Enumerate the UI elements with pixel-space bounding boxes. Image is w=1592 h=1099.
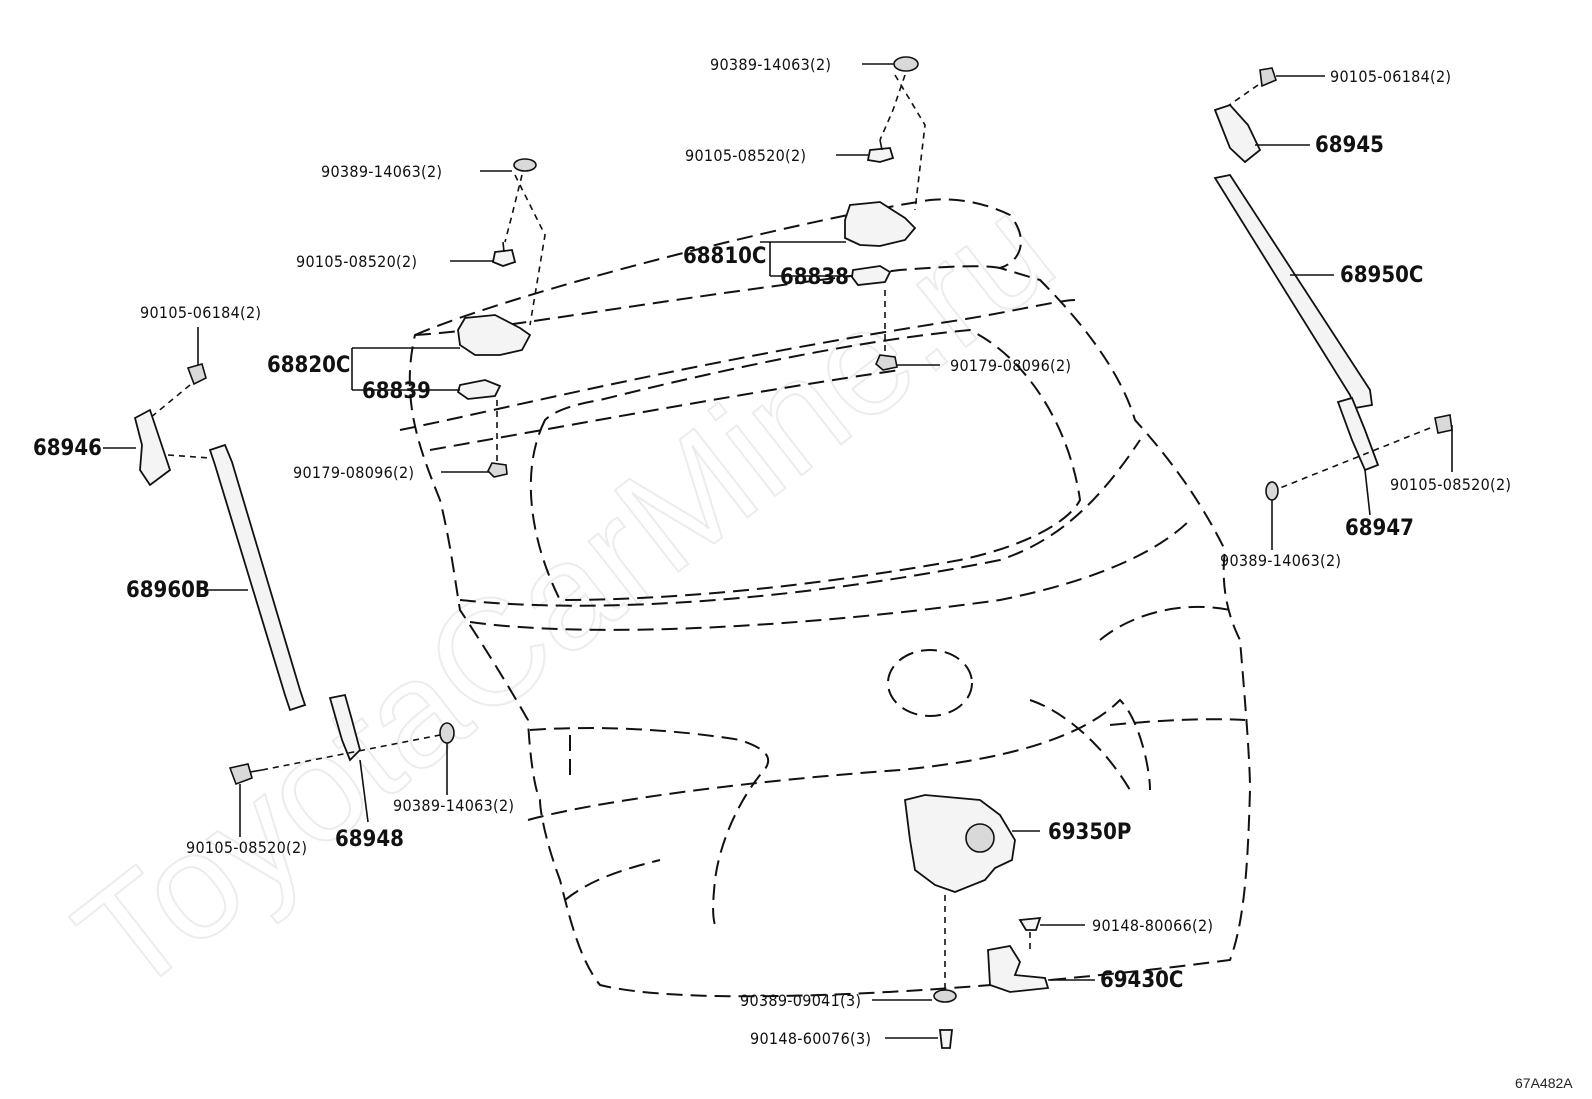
callout-label: 90389-09041(3) [740, 991, 861, 1010]
washer-icon [439, 722, 455, 744]
striker-icon [987, 945, 1050, 993]
bolt-icon [866, 147, 895, 163]
bolt-icon [186, 363, 207, 386]
callout-label: 68950C [1340, 263, 1423, 288]
gasket-icon [456, 379, 502, 400]
washer-icon [893, 56, 919, 72]
gas-strut-icon [1213, 173, 1374, 410]
washer-icon [513, 158, 537, 172]
callout-label: 68810C [683, 244, 766, 269]
callout-label: 90105-06184(2) [140, 303, 261, 322]
hinge-icon [844, 201, 917, 247]
strut-left [133, 363, 455, 786]
callout-label: 68838 [780, 265, 849, 290]
back-door-outline [399, 198, 1252, 998]
screw-icon [1018, 916, 1042, 931]
nut-icon [875, 354, 898, 371]
motor-icon [965, 823, 995, 853]
screw-icon [938, 1029, 954, 1049]
callout-label: 68960B [126, 578, 210, 603]
callout-label: 68945 [1315, 133, 1384, 158]
callout-label: 90389-14063(2) [393, 796, 514, 815]
callout-label: 69350P [1048, 820, 1131, 845]
lock-assembly [904, 794, 1050, 1049]
callout-label: 90148-60076(3) [750, 1029, 871, 1048]
callout-label: 90179-08096(2) [950, 356, 1071, 375]
washer-icon [1265, 481, 1279, 501]
callout-label: 90105-06184(2) [1330, 67, 1451, 86]
bracket-icon [133, 408, 172, 487]
callout-label: 69430C [1100, 968, 1183, 993]
callout-label: 68947 [1345, 516, 1414, 541]
callout-label: 90105-08520(2) [1390, 475, 1511, 494]
nut-icon [487, 462, 508, 478]
callout-label: 90389-14063(2) [321, 162, 442, 181]
callout-label: 90105-08520(2) [186, 838, 307, 857]
callout-label: 68948 [335, 827, 404, 852]
bolt-icon [1259, 67, 1277, 88]
leader-lines [103, 63, 1453, 1039]
callout-label: 90105-08520(2) [685, 146, 806, 165]
callout-labels: 90389-14063(2) 90105-08520(2) 68810C 688… [33, 55, 1511, 1048]
bolt-icon [1434, 414, 1453, 434]
hinge-assembly-left [456, 158, 546, 478]
callout-label: 68820C [267, 353, 350, 378]
figure-code: 67A482A [1515, 1075, 1573, 1091]
washer-icon [933, 989, 957, 1003]
hinge-icon [457, 314, 532, 356]
callout-label: 90179-08096(2) [293, 463, 414, 482]
bracket-icon [1336, 396, 1380, 472]
bolt-icon [228, 763, 253, 786]
callout-label: 90389-14063(2) [1220, 551, 1341, 570]
lock-actuator-icon [904, 794, 1016, 893]
gas-strut-icon [208, 443, 307, 712]
gasket-icon [851, 265, 892, 286]
callout-label: 68839 [362, 379, 431, 404]
callout-label: 68946 [33, 436, 102, 461]
bolt-icon [491, 249, 517, 267]
bracket-icon [1213, 103, 1262, 164]
callout-label: 90389-14063(2) [710, 55, 831, 74]
callout-label: 90148-80066(2) [1092, 916, 1213, 935]
callout-label: 90105-08520(2) [296, 252, 417, 271]
